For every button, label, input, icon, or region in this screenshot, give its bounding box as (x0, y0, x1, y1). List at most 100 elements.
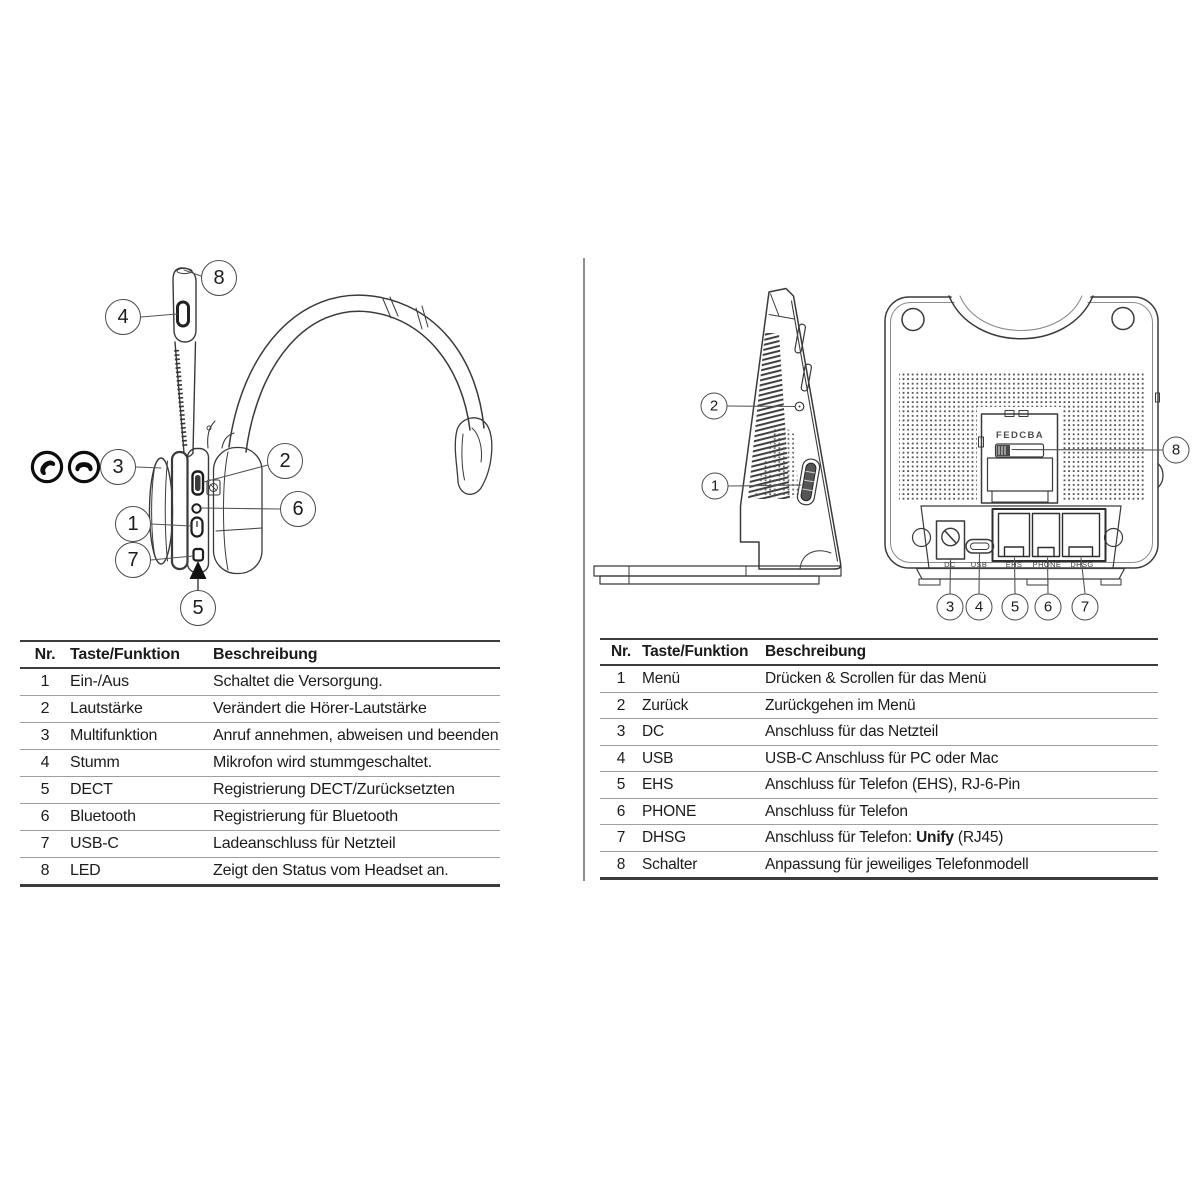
dc-port (935, 520, 966, 560)
row-description: Registrierung DECT/Zurücksetzten (213, 776, 500, 804)
callout-3-multifunktion: 3 (100, 449, 136, 485)
base-back-diagram (884, 295, 1164, 595)
usb-c-port (192, 547, 205, 562)
row-function: Schalter (642, 850, 765, 879)
row-number: 4 (600, 744, 642, 772)
row-function: LED (70, 857, 213, 886)
headset-diagram (30, 267, 493, 591)
row-function: USB-C (70, 830, 213, 858)
ehs-jack (997, 512, 1031, 558)
side-button-lower (800, 363, 813, 392)
switch-scale-label: FEDCBA (996, 430, 1044, 441)
row-function: Stumm (70, 749, 213, 777)
row-description: Anschluss für das Netzteil (765, 718, 1158, 745)
callout-2-zurueck: 2 (700, 392, 728, 420)
row-description: Anschluss für Telefon (765, 797, 1158, 825)
back-leader-lines (949, 448, 1164, 595)
answer-call-icon (30, 450, 64, 484)
dhsg-jack (1061, 512, 1101, 558)
side-knob-bump (1157, 463, 1164, 488)
row-number: 6 (20, 803, 70, 831)
row-description: Ladeanschluss für Netzteil (213, 830, 500, 858)
row-description: Mikrofon wird stummgeschaltet. (213, 749, 500, 777)
row-function: PHONE (642, 797, 765, 825)
base-controls-table: Nr. Taste/Funktion Beschreibung 1 Menü Drü… (600, 638, 1158, 880)
dect-arrow (189, 561, 207, 591)
table-header-row: Nr. Taste/Funktion Beschreibung (20, 641, 500, 669)
row-number: 7 (600, 824, 642, 851)
row-number: 8 (20, 857, 70, 886)
callout-4-usb: 4 (965, 593, 993, 621)
callout-8-schalter: 8 (1162, 436, 1190, 464)
row-function: EHS (642, 771, 765, 798)
row-number: 3 (20, 722, 70, 750)
mute-button (176, 300, 190, 328)
table-header-row: Nr. Taste/Funktion Beschreibung (600, 639, 1158, 666)
row-function: Menü (642, 670, 680, 687)
column-header-taste: Taste/Funktion (642, 639, 765, 666)
callout-2-lautstaerke: 2 (267, 443, 303, 479)
bluetooth-button (191, 503, 202, 514)
usb-port-label: USB (970, 560, 988, 569)
column-header-nr: Nr. (600, 639, 642, 666)
row-function: DC (642, 718, 765, 745)
column-header-taste: Taste/Funktion (70, 641, 213, 669)
row-number: 6 (600, 797, 642, 825)
config-slider-track (994, 443, 1045, 458)
column-header-beschreibung: Beschreibung (765, 639, 1158, 666)
row-function: Zurück (642, 691, 765, 719)
row-description: Zurückgehen im Menü (765, 691, 1158, 719)
row-number: 2 (20, 695, 70, 723)
port-panel (911, 505, 1124, 569)
callout-5-dect: 5 (180, 590, 216, 626)
row-description: Verändert die Hörer-Lautstärke (213, 695, 500, 723)
callout-3-dc: 3 (936, 593, 964, 621)
phone-port-label: PHONE (1032, 560, 1062, 569)
callout-1-ein-aus: 1 (115, 506, 151, 542)
mic-boom (172, 267, 197, 458)
row-description: Anpassung für jeweiliges Telefonmodell (765, 850, 1158, 879)
row-number: 1 (616, 670, 626, 687)
row-description: Anruf annehmen, abweisen und beenden (213, 722, 500, 750)
table-row: 1 Menü Drücken & Scrollen für das Menü (600, 665, 1158, 692)
dc-port-label: DC (944, 560, 956, 569)
row-number: 2 (600, 691, 642, 719)
ear-cushion (212, 446, 263, 575)
row-function: DECT (70, 776, 213, 804)
callout-5-ehs: 5 (1001, 593, 1029, 621)
vent-dots (754, 424, 799, 498)
row-description: Drücken & Scrollen für das Menü (765, 670, 987, 687)
headset-leader-lines (135, 269, 281, 561)
row-description: Registrierung für Bluetooth (213, 803, 500, 831)
row-number: 5 (20, 776, 70, 804)
row-function: USB (642, 744, 765, 772)
menu-scroll-wheel (796, 458, 821, 506)
headband (228, 294, 485, 453)
callout-6-phone: 6 (1034, 593, 1062, 621)
callout-6-bluetooth: 6 (280, 491, 316, 527)
side-leader-lines (726, 405, 802, 487)
callout-8-led: 8 (201, 260, 237, 296)
row-number: 1 (40, 673, 50, 690)
ehs-port-label: EHS (1005, 560, 1023, 569)
side-button-upper (794, 323, 807, 354)
callout-7-usb-c: 7 (115, 542, 151, 578)
callout-1-menue: 1 (701, 472, 729, 500)
config-switch-window (978, 410, 1059, 504)
vertical-divider (583, 258, 585, 881)
row-description: Anschluss für Telefon: Unify (RJ45) (765, 824, 1158, 851)
row-description: Zeigt den Status vom Headset an. (213, 857, 500, 886)
power-switch (190, 516, 204, 538)
